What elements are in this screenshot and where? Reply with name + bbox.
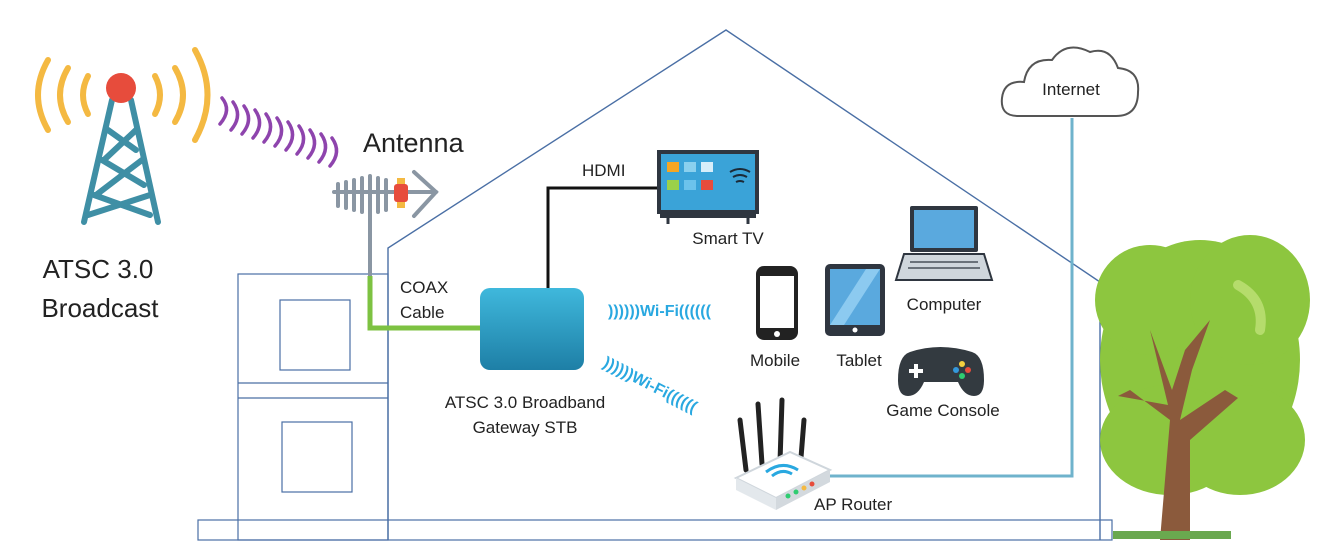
coax-label-line1: COAX xyxy=(400,278,448,297)
broadcast-label-line1: ATSC 3.0 xyxy=(43,254,154,284)
antenna-label: Antenna xyxy=(363,128,465,158)
computer-label: Computer xyxy=(907,295,982,314)
smart-tv-label: Smart TV xyxy=(692,229,764,248)
wifi-label-router: ))))))Wi-Fi(((((( xyxy=(600,354,700,416)
router-icon xyxy=(733,397,833,510)
gateway-stb-icon xyxy=(480,288,584,370)
house-outline xyxy=(197,29,1113,541)
signal-waves-icon xyxy=(218,96,339,168)
tablet-icon xyxy=(825,264,885,336)
broadcast-tower-icon xyxy=(35,47,211,225)
laptop-icon xyxy=(894,206,994,281)
game-controller-icon xyxy=(898,347,984,396)
internet-line xyxy=(820,118,1074,478)
cloud-icon: Internet xyxy=(1000,46,1140,117)
hdmi-label: HDMI xyxy=(582,161,625,180)
mobile-phone-icon xyxy=(756,266,798,340)
mobile-label: Mobile xyxy=(750,351,800,370)
coax-cable xyxy=(367,276,480,331)
tree-icon xyxy=(1095,235,1310,540)
gateway-label-line2: Gateway STB xyxy=(473,418,578,437)
building xyxy=(237,273,389,541)
internet-label: Internet xyxy=(1042,80,1100,99)
broadcast-label-line2: Broadcast xyxy=(41,293,159,323)
tablet-label: Tablet xyxy=(836,351,882,370)
game-console-label: Game Console xyxy=(886,401,999,420)
coax-label-line2: Cable xyxy=(400,303,444,322)
antenna-icon: Antenna xyxy=(332,128,465,278)
hdmi-cable xyxy=(546,186,662,292)
ap-router-label: AP Router xyxy=(814,495,892,514)
wifi-label-devices: ))))))Wi-Fi(((((( xyxy=(608,303,712,320)
smart-tv-icon xyxy=(657,150,759,224)
gateway-label-line1: ATSC 3.0 Broadband xyxy=(445,393,605,412)
